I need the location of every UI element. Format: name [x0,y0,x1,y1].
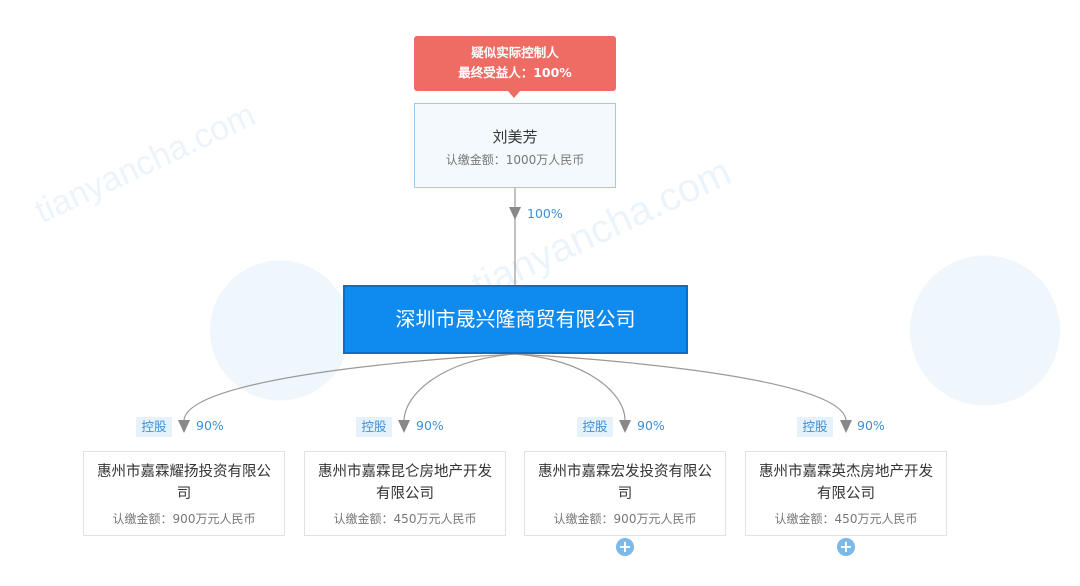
subsidiary-amount: 认缴金额：450万元人民币 [774,512,918,526]
watermark-logo-icon [210,260,350,401]
subsidiary-node[interactable]: 惠州市嘉霖宏发投资有限公司 认缴金额：900万元人民币 [524,451,726,536]
subsidiary-amount: 认缴金额：450万元人民币 [333,512,477,526]
subsidiary-amount: 认缴金额：900万元人民币 [553,512,697,526]
stake-pct: 90% [637,418,665,433]
person-stake-pct: 100% [527,206,563,221]
expand-plus-icon[interactable]: + [616,538,634,556]
badge-beneficiary: 最终受益人：100% [458,65,572,80]
badge-pointer [507,90,521,98]
subsidiary-name[interactable]: 惠州市嘉霖耀扬投资有限公司 [97,464,271,502]
subsidiary-node[interactable]: 惠州市嘉霖昆仑房地产开发有限公司 认缴金额：450万元人民币 [304,451,506,536]
badge-title: 疑似实际控制人 [471,45,559,60]
line-to-sub-3 [514,353,626,421]
holding-tag: 控股 [136,417,172,437]
subsidiary-node[interactable]: 惠州市嘉霖英杰房地产开发有限公司 认缴金额：450万元人民币 [745,451,947,536]
line-to-sub-4 [514,353,847,421]
stake-pct: 90% [857,418,885,433]
main-company-node[interactable]: 深圳市晟兴隆商贸有限公司 [343,285,688,354]
subsidiary-name[interactable]: 惠州市嘉霖昆仑房地产开发有限公司 [318,464,492,502]
arrow-down-icon [840,420,852,433]
person-amount: 认缴金额：1000万人民币 [445,153,585,167]
line-to-sub-2 [403,353,516,421]
subsidiary-name[interactable]: 惠州市嘉霖宏发投资有限公司 [538,464,712,502]
holding-tag: 控股 [797,417,833,437]
person-name[interactable]: 刘美芳 [492,128,538,146]
arrow-down-icon [619,420,631,433]
stake-pct: 90% [196,418,224,433]
holding-tag: 控股 [356,417,392,437]
subsidiary-name[interactable]: 惠州市嘉霖英杰房地产开发有限公司 [759,464,933,502]
actual-controller-badge: 疑似实际控制人 最终受益人：100% [414,36,616,91]
arrow-down-icon [398,420,410,433]
arrow-down-icon [509,207,521,220]
subsidiary-amount: 认缴金额：900万元人民币 [112,512,256,526]
line-to-sub-1 [183,353,516,421]
holding-tag: 控股 [577,417,613,437]
person-node[interactable]: 刘美芳 认缴金额：1000万人民币 [414,103,616,188]
subsidiary-node[interactable]: 惠州市嘉霖耀扬投资有限公司 认缴金额：900万元人民币 [83,451,285,536]
watermark-logo-icon [910,255,1060,406]
stake-pct: 90% [416,418,444,433]
arrow-down-icon [178,420,190,433]
expand-plus-icon[interactable]: + [837,538,855,556]
